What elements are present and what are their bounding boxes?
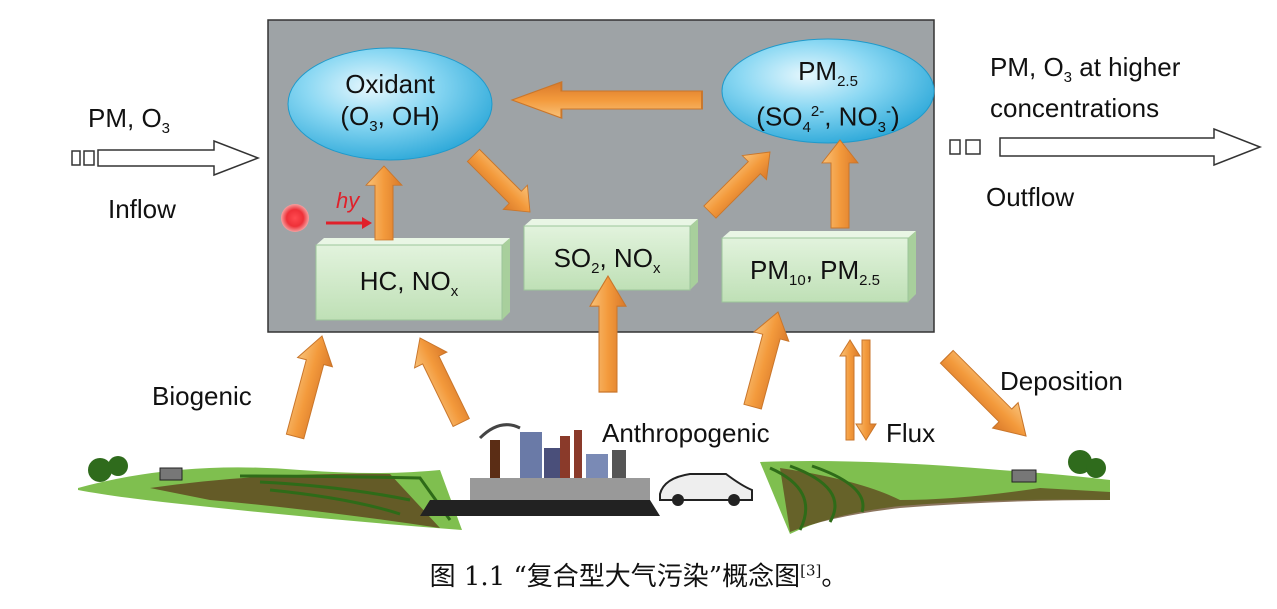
oxidant-ellipse — [287, 47, 493, 161]
pm25-ellipse — [721, 38, 935, 144]
arrow-deposition — [933, 343, 1040, 450]
outflow-label: Outflow — [986, 182, 1075, 212]
hv-label: hy — [336, 188, 360, 213]
oxidant-label: Oxidant (O3, OH) — [340, 69, 440, 136]
deposition-label: Deposition — [1000, 366, 1123, 396]
sunlight-icon — [281, 204, 309, 232]
pm10-pm25-box — [721, 231, 916, 303]
arrow-anthropogenic-left — [403, 329, 478, 431]
arrow-biogenic-up — [277, 330, 340, 442]
outflow-top-label: PM, O3 at higher concentrations — [990, 52, 1181, 124]
factory-icon — [420, 423, 660, 516]
so2-nox-label: SO2, NOx — [553, 243, 661, 278]
flux-label: Flux — [886, 418, 936, 448]
hc-nox-box — [315, 238, 510, 321]
hv-arrow-icon — [326, 217, 372, 229]
inflow-arrow — [71, 139, 261, 177]
inflow-label: Inflow — [108, 194, 176, 224]
anthropogenic-label: Anthropogenic — [602, 418, 770, 448]
arrow-flux-double — [839, 339, 877, 441]
outflow-arrow — [949, 127, 1263, 167]
car-icon — [659, 473, 753, 506]
pm25-label: PM2.5 (SO42-, NO3-) — [756, 56, 900, 137]
inflow-top-label: PM, O3 — [88, 103, 171, 138]
pm10-pm25-label: PM10, PM2.5 — [750, 255, 880, 290]
hc-nox-label: HC, NOx — [359, 266, 459, 301]
farmland-left-icon — [78, 456, 462, 530]
biogenic-label: Biogenic — [152, 381, 252, 411]
farmland-right-icon — [760, 450, 1110, 534]
figure-caption: 图 1.1 “复合型大气污染”概念图[3]。 — [429, 561, 848, 592]
